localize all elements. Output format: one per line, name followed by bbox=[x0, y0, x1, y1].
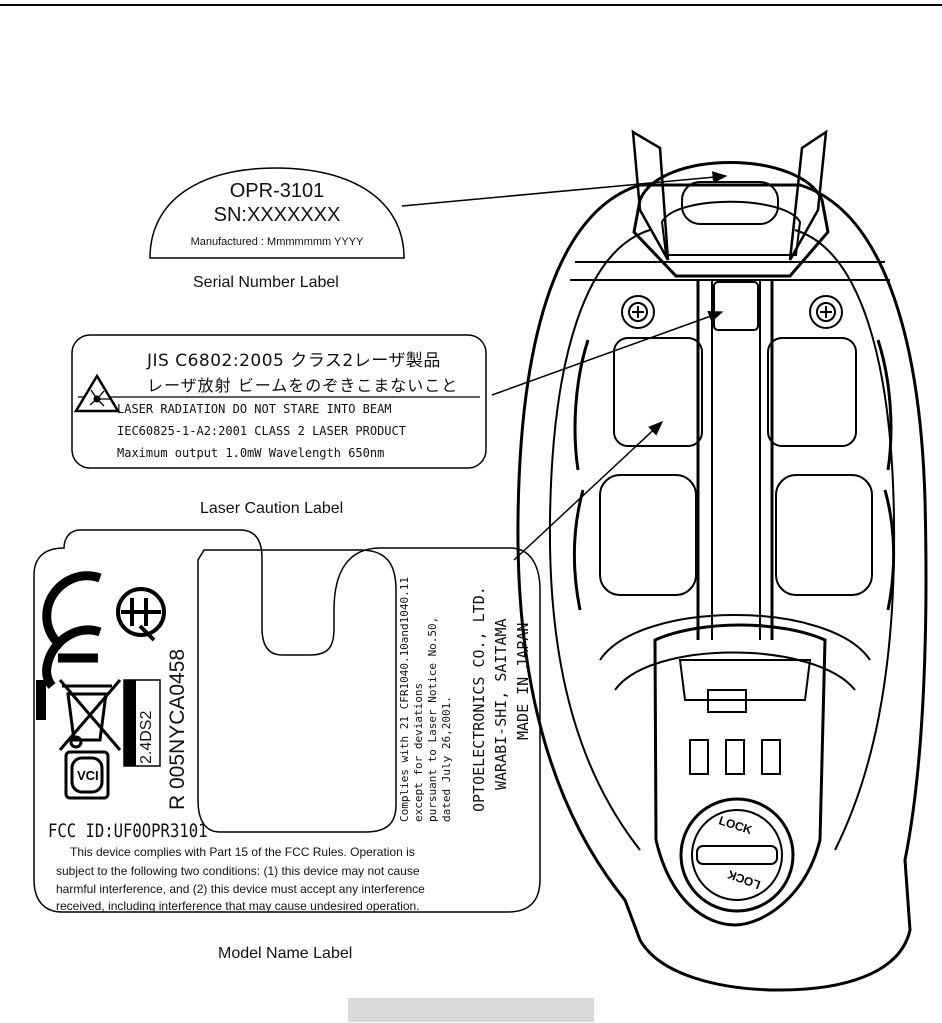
giteki-mark-icon bbox=[116, 587, 166, 642]
serial-label-caption: Serial Number Label bbox=[193, 274, 339, 291]
serial-label-outline bbox=[149, 167, 405, 259]
comply-line-4: dated July 26,2001. bbox=[440, 696, 453, 822]
fcc-id-text: FCC ID:UF0OPR3101 bbox=[48, 820, 208, 842]
fcc-statement-line-3: harmful interference, and (2) this devic… bbox=[56, 882, 425, 896]
laser-iec-line: IEC60825-1-A2:2001 CLASS 2 LASER PRODUCT bbox=[117, 424, 406, 438]
model-label-outline bbox=[33, 529, 541, 913]
laser-jis-line: JIS C6802:2005 クラス2レーザ製品 bbox=[147, 351, 441, 371]
laser-jp-warning-line: レーザ放射 ビームをのぞきこまないこと bbox=[147, 376, 459, 395]
top-rule bbox=[0, 4, 942, 6]
c-mark-icon bbox=[42, 571, 102, 650]
lock-text-top: LOCK bbox=[717, 813, 754, 837]
serial-number-text: SN:XXXXXXX bbox=[213, 204, 341, 226]
laser-warning-icon bbox=[73, 373, 121, 413]
e-mark-icon bbox=[42, 625, 102, 689]
laser-label-caption: Laser Caution Label bbox=[200, 500, 344, 517]
fcc-statement-line-1: This device complies with Part 15 of the… bbox=[70, 845, 415, 859]
svg-text:VCI: VCI bbox=[77, 768, 99, 783]
footer-gray-bar bbox=[348, 998, 594, 1022]
laser-output-line: Maximum output 1.0mW Wavelength 650nm bbox=[117, 446, 385, 460]
black-bar-icon bbox=[36, 680, 46, 720]
lock-text-bottom: LOCK bbox=[725, 867, 762, 892]
maker-line-3: MADE IN JAPAN bbox=[514, 622, 532, 740]
arrow-model bbox=[513, 420, 664, 561]
scanner-device bbox=[516, 129, 928, 992]
serial-manufactured-text: Manufactured : Mmmmmmm YYYY bbox=[190, 236, 364, 248]
maker-line-2: WARABI-SHI, SAITAMA bbox=[492, 618, 510, 790]
arrow-serial bbox=[401, 171, 728, 207]
reg-number-text: R 005NYCA0458 bbox=[166, 648, 189, 810]
serial-model-text: OPR-3101 bbox=[229, 180, 325, 202]
arrow-laser bbox=[491, 310, 724, 396]
weee-bin-icon bbox=[58, 679, 122, 751]
fcc-statement-line-4: received, including interference that ma… bbox=[56, 899, 420, 913]
maker-line-1: OPTOELECTRONICS CO., LTD. bbox=[470, 586, 488, 812]
laser-radiation-line: LASER RADIATION DO NOT STARE INTO BEAM bbox=[117, 402, 392, 416]
laser-label-outline bbox=[71, 334, 487, 469]
comply-line-2: except for deviations bbox=[412, 682, 425, 822]
model-label-caption: Model Name Label bbox=[218, 945, 353, 962]
vcci-mark-icon: VCI bbox=[64, 750, 110, 800]
ds-code-text: 2.4DS2 bbox=[138, 710, 155, 764]
fcc-statement-line-2: subject to the following two conditions:… bbox=[56, 864, 420, 878]
comply-line-1: Complies with 21 CFR1040.10and1040.11 bbox=[398, 576, 411, 822]
comply-line-3: pursuant to Laser Notice No.50, bbox=[426, 616, 439, 822]
